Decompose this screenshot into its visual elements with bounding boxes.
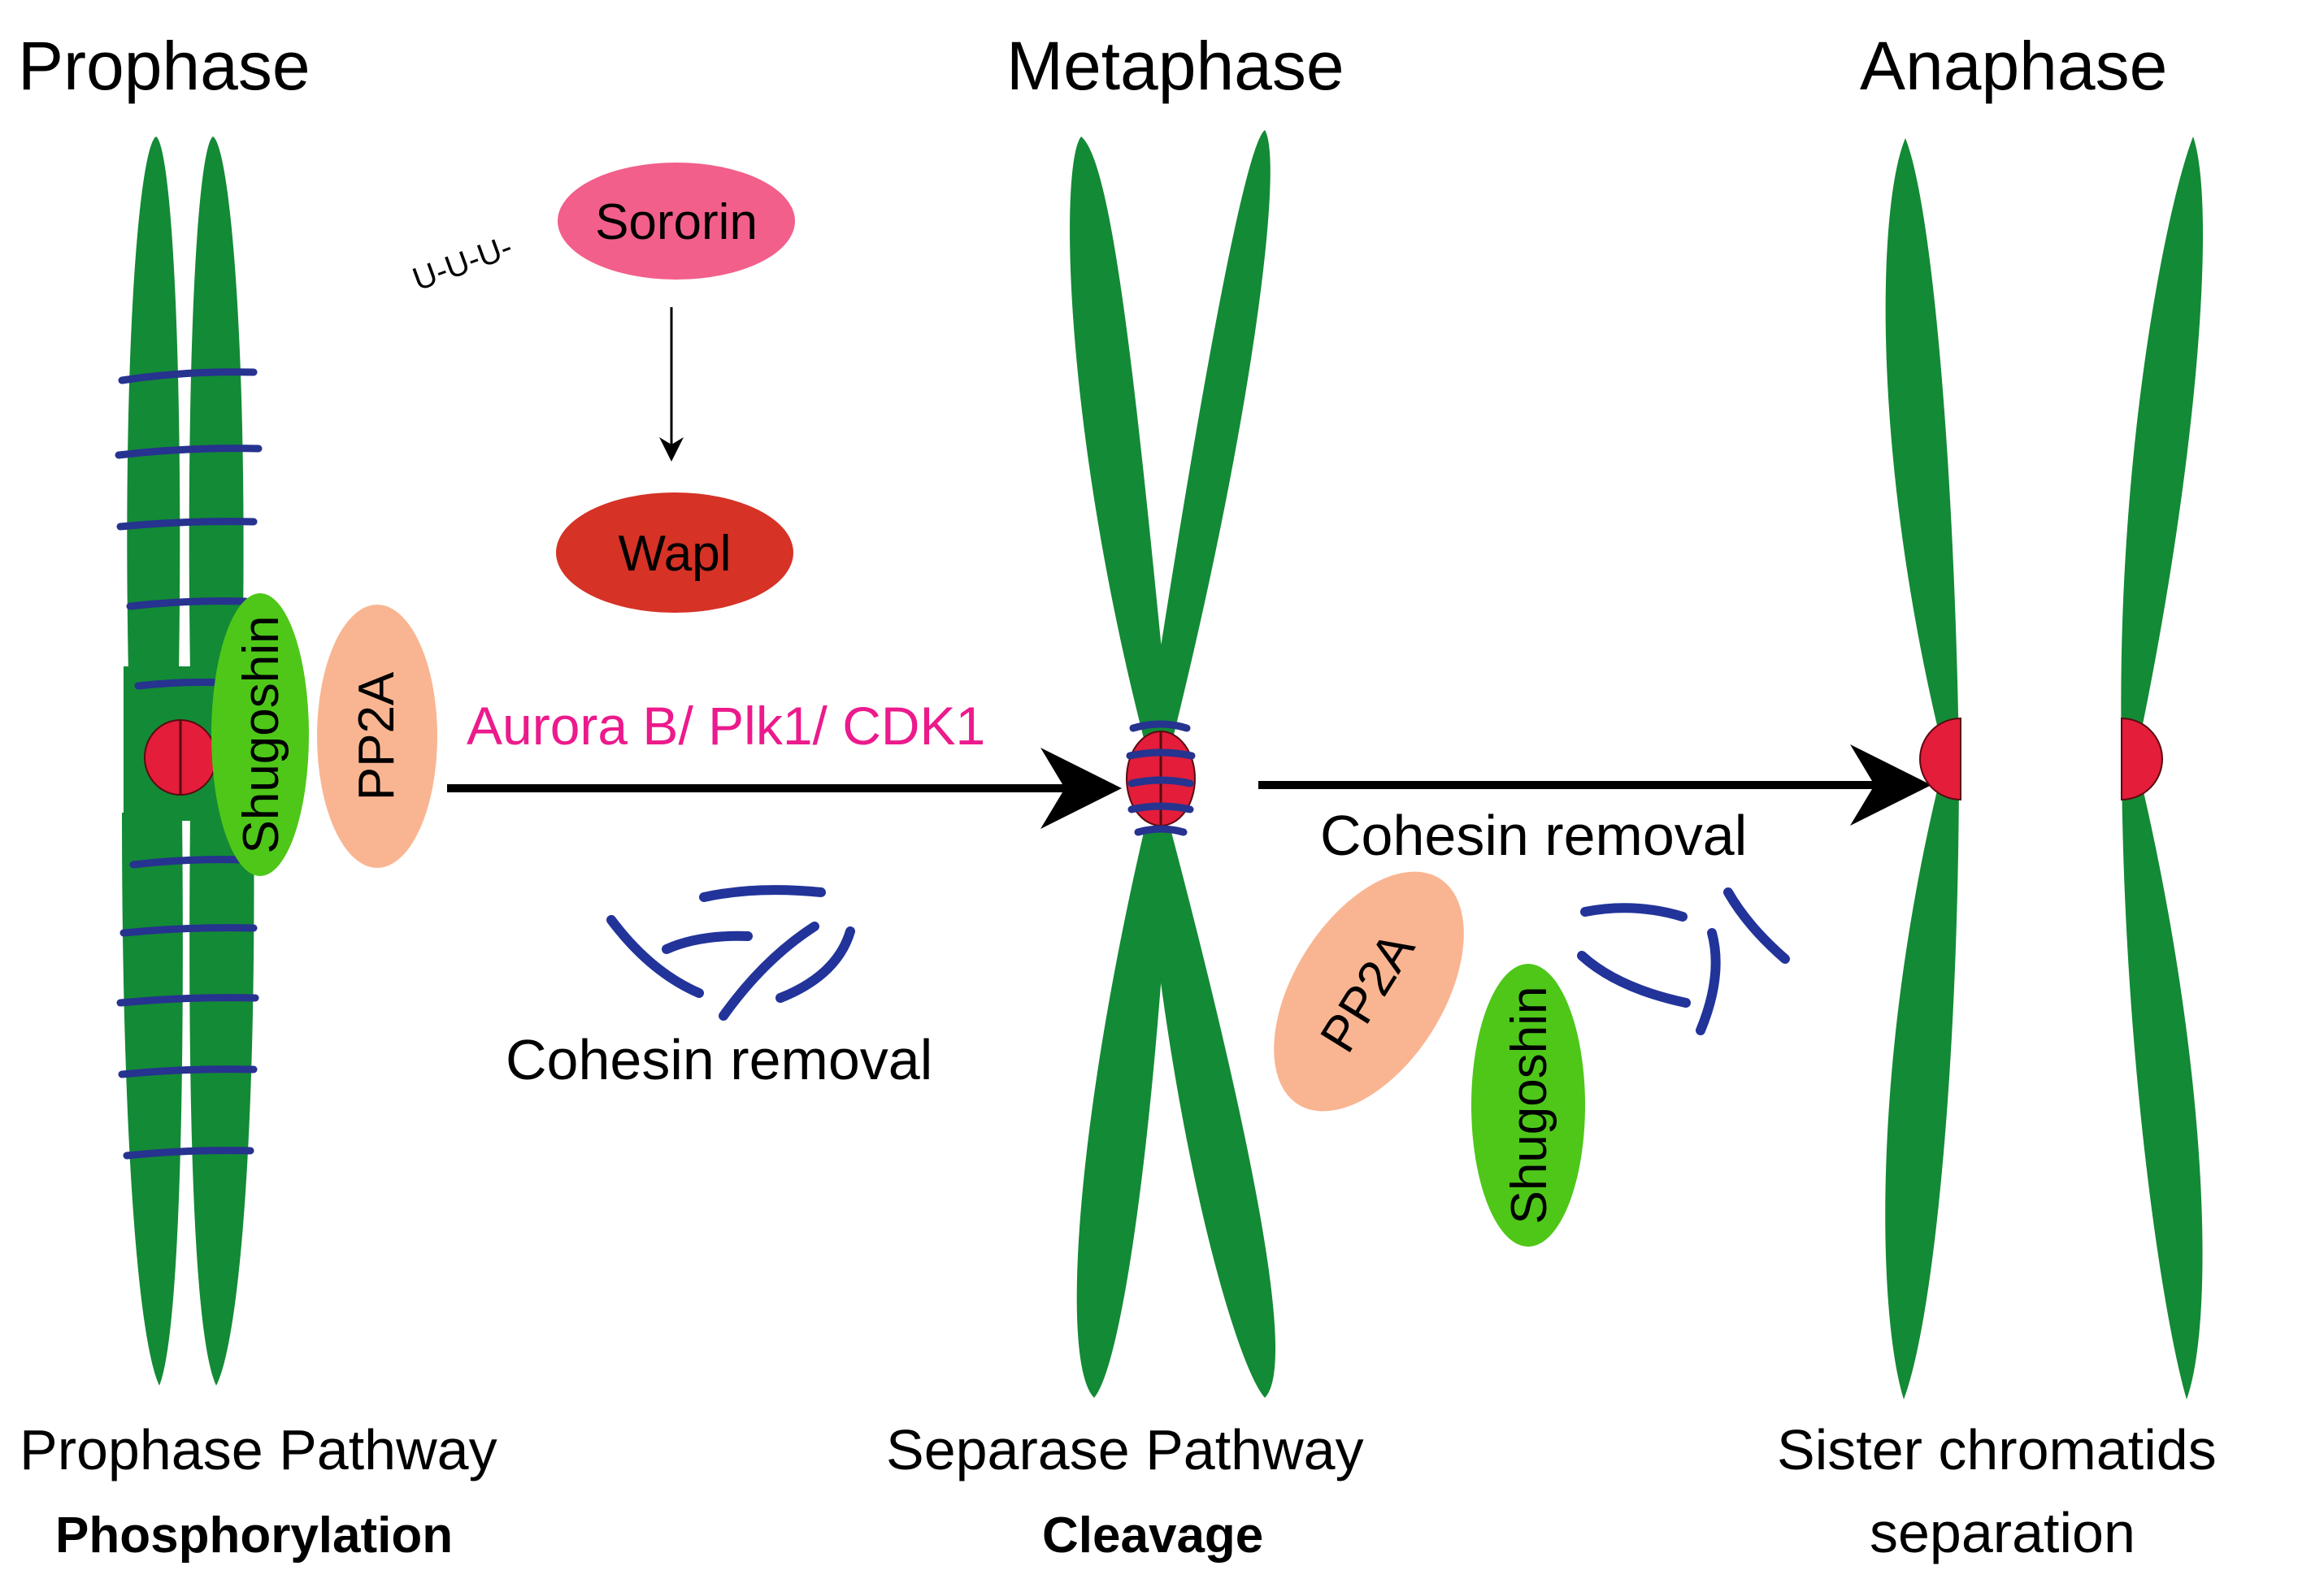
- metaphase-chromatid-upper-left: [1070, 137, 1171, 748]
- anaphase-centromere-right: [2121, 717, 2163, 801]
- metaphase-chromatid-lower-right: [1145, 829, 1276, 1398]
- prophase-chromosome: [115, 137, 263, 1386]
- metaphase-pp2a: PP2A: [1274, 871, 1464, 1112]
- stage-title-metaphase: Metaphase: [1006, 28, 1344, 104]
- separase-removed-cohesin: [1577, 887, 1790, 1035]
- stage-title-prophase: Prophase: [18, 28, 311, 104]
- sororin-node: Sororin: [558, 163, 795, 280]
- caption-cleavage: Cleavage: [1042, 1507, 1263, 1564]
- prophase-centromere: [144, 719, 217, 796]
- metaphase-chromatid-lower-left: [1076, 829, 1171, 1398]
- sororin-label: Sororin: [595, 194, 758, 250]
- caption-phosphorylation: Phosphorylation: [55, 1507, 453, 1564]
- caption-prophase-pathway: Prophase Pathway: [20, 1418, 497, 1481]
- metaphase-cohesin-rings: [1126, 720, 1196, 836]
- ubiquitin-chain: U-U-U-: [408, 229, 517, 298]
- shugoshin-label: Shugoshin: [233, 615, 289, 853]
- prophase-pp2a: PP2A: [317, 605, 437, 868]
- caption-sister-chromatids: Sister chromatids: [1777, 1418, 2217, 1481]
- prophase-shugoshin: Shugoshin: [211, 593, 309, 876]
- prophase-chromatid-left: [127, 137, 180, 675]
- caption-separation: separation: [1870, 1501, 2135, 1564]
- anaphase-centromere-left: [1919, 717, 1961, 801]
- prophase-cohesin-rings: [115, 368, 263, 1160]
- cohesin-removal-right: Cohesin removal: [1320, 804, 1747, 867]
- cohesin-removal-left: Cohesin removal: [506, 1028, 932, 1091]
- kinase-label: Aurora B/ Plk1/ CDK1: [467, 696, 985, 756]
- wapl-node: Wapl: [556, 492, 793, 613]
- anaphase-chromatid-left: [1885, 138, 1961, 1399]
- caption-separase-pathway: Separase Pathway: [886, 1418, 1364, 1481]
- pp2a-label: PP2A: [349, 671, 405, 800]
- prophase-chromatid-right-lower: [189, 813, 254, 1386]
- anaphase-chromatid-right: [2121, 137, 2204, 1399]
- stage-title-anaphase: Anaphase: [1860, 28, 2167, 104]
- wapl-label: Wapl: [619, 526, 732, 582]
- prophase-removed-cohesin: [606, 885, 855, 1021]
- metaphase-shugoshin: Shugoshin: [1471, 964, 1585, 1247]
- prophase-chromatid-right: [189, 137, 244, 675]
- prophase-chromatid-left-lower: [122, 813, 183, 1386]
- metaphase-chromatid-upper-right: [1146, 130, 1271, 748]
- metaphase-chromosome: [1070, 130, 1276, 1398]
- shugoshin-label-metaphase: Shugoshin: [1501, 986, 1557, 1224]
